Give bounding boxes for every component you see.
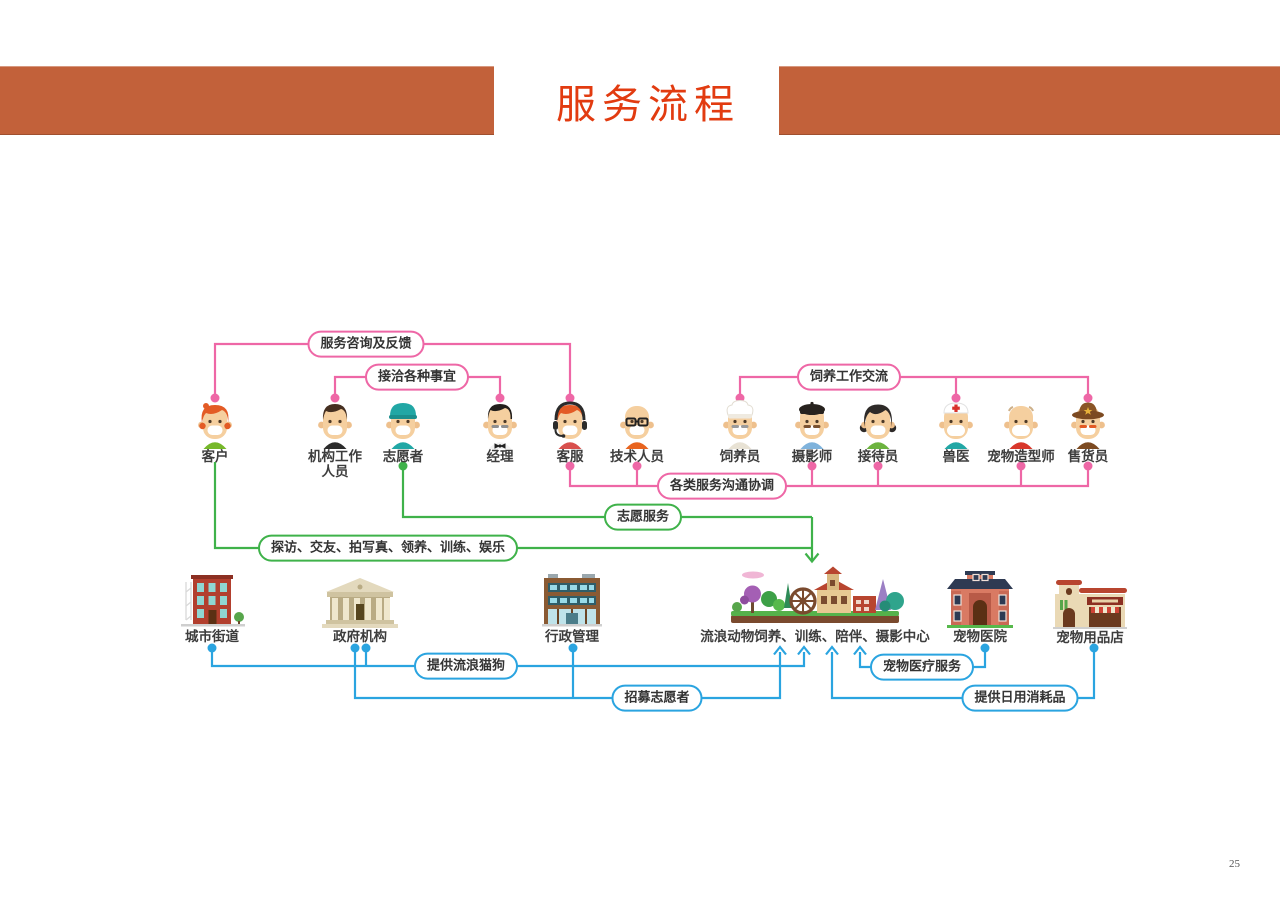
building-label: 流浪动物饲养、训练、陪伴、摄影中心 [700,629,930,644]
blue-arrow-up [853,645,867,656]
person-salesperson: 售货员 [1040,399,1136,464]
person-label: 摄影师 [791,449,833,464]
pink-dots [210,393,1093,471]
header-bar-left [0,66,494,135]
person-label: 兽医 [942,449,970,464]
label-handle-various-matters: 接洽各种事宜 [364,363,470,391]
government-building-icon [322,578,398,628]
person-label: 售货员 [1067,449,1109,464]
building-animal-center: 流浪动物饲养、训练、陪伴、摄影中心 [685,566,945,645]
label-recruit-volunteers: 招募志愿者 [611,684,703,712]
photographer-avatar-icon [795,401,829,449]
label-volunteer-service: 志愿服务 [603,503,683,531]
person-receptionist: 接待员 [830,399,926,464]
person-label: 饲养员 [719,449,761,464]
label-pet-medical-service: 宠物医疗服务 [869,653,975,681]
person-label: 机构工作 [308,449,362,464]
city-street-building-icon [181,575,245,627]
person-pet-stylist: 宠物造型师 [973,399,1069,464]
pet-hospital-building-icon [947,571,1013,628]
blue-arrow-up [825,645,839,656]
org-staff-avatar-icon [318,404,352,449]
building-label: 行政管理 [545,629,599,644]
salesperson-avatar-icon [1071,402,1105,449]
volunteer-avatar-icon [386,403,420,449]
person-customer: 客户 [167,399,263,464]
person-label: 志愿者 [382,449,424,464]
customer-service-avatar-icon [553,401,587,449]
label-provide-stray-cats-dogs: 提供流浪猫狗 [413,652,519,680]
person-label: 接待员 [857,449,899,464]
building-government: 政府机构 [310,576,410,645]
label-feeding-work-exchange: 饲养工作交流 [796,363,902,391]
blue-arrow-up [797,645,811,656]
person-volunteer: 志愿者 [355,399,451,464]
page-title: 服务流程 [556,82,740,127]
person-technician: 技术人员 [589,399,685,464]
building-pet-hospital: 宠物医院 [935,571,1025,645]
building-label: 宠物用品店 [1056,630,1124,645]
person-veterinarian: 兽医 [908,399,1004,464]
person-label: 宠物造型师 [987,449,1055,464]
label-visit-activities: 探访、交友、拍写真、领养、训练、娱乐 [257,534,519,562]
person-label: 客服 [556,449,584,464]
person-label: 人员 [321,464,349,480]
animal-center-park-icon [731,566,904,623]
label-provide-daily-consumables: 提供日用消耗品 [961,684,1079,712]
label-service-communication: 各类服务沟通协调 [656,472,788,500]
building-city-street: 城市街道 [167,572,257,645]
blue-dots [207,643,1099,653]
building-administration: 行政管理 [527,572,617,645]
building-label: 宠物医院 [953,629,1007,644]
person-org-staff: 机构工作 人员 [287,399,383,479]
person-customer-service: 客服 [522,399,618,464]
administration-building-icon [542,574,602,627]
building-label: 城市街道 [185,629,239,644]
label-service-consult-feedback: 服务咨询及反馈 [307,330,425,358]
person-photographer: 摄影师 [764,399,860,464]
pet-stylist-avatar-icon [1004,406,1038,449]
person-label: 经理 [486,449,514,464]
person-label: 客户 [201,449,229,464]
manager-avatar-icon [483,404,517,449]
customer-avatar-icon [198,403,232,449]
header-bar-right [779,66,1280,135]
building-label: 政府机构 [333,629,387,644]
blue-arrow-up [773,645,787,656]
person-label: 技术人员 [610,449,664,464]
technician-avatar-icon [620,406,654,449]
green-dot [398,461,408,471]
page-number: 25 [1229,858,1240,870]
person-feeder: 饲养员 [692,399,788,464]
veterinarian-avatar-icon [939,402,973,449]
pet-store-building-icon [1053,580,1127,629]
feeder-avatar-icon [723,399,757,449]
person-manager: 经理 [452,399,548,464]
green-arrow-down [804,552,820,564]
building-pet-store: 宠物用品店 [1040,576,1140,646]
receptionist-avatar-icon [859,404,897,449]
